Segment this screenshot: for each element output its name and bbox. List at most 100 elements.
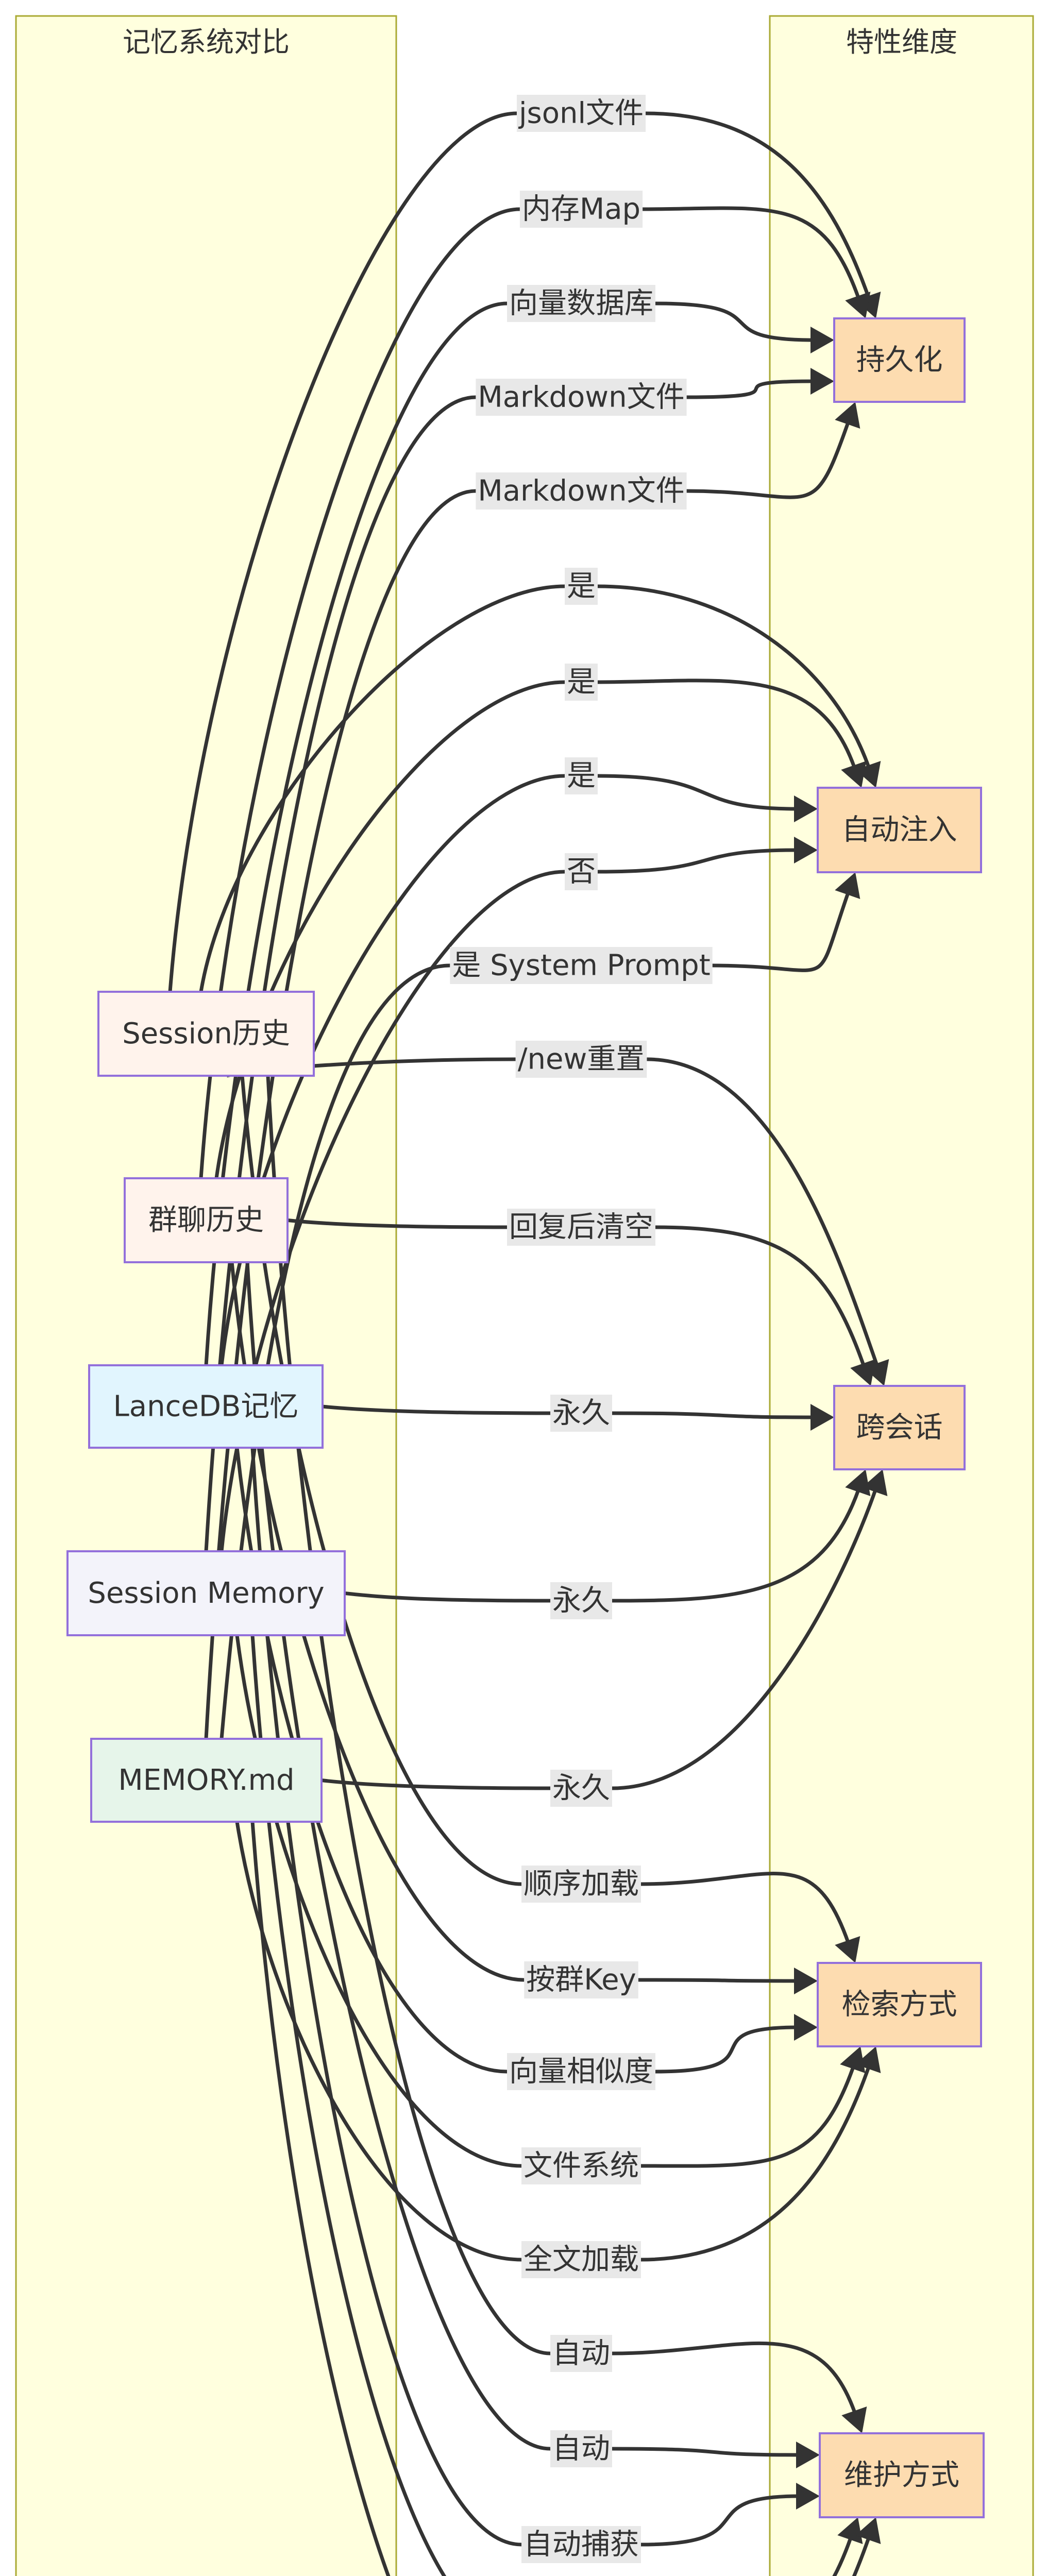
edge-label-background (476, 379, 687, 416)
edge-path-in (287, 1218, 508, 1229)
edge-path-out (686, 379, 814, 399)
edge-path-out (612, 2447, 800, 2457)
source-node[interactable]: MEMORY.md (90, 1738, 323, 1823)
edge-label-background (550, 1395, 612, 1432)
edge-label: 是 (565, 664, 598, 701)
arrowhead-icon (837, 2517, 863, 2545)
edge-label-text: 永久 (552, 1584, 610, 1618)
source-node-box[interactable] (90, 1738, 323, 1823)
arrowhead-icon (845, 291, 871, 318)
edge-path-in (199, 207, 520, 1179)
edge-label: /new重置 (515, 1041, 647, 1078)
edge-label-text: Markdown文件 (478, 381, 684, 414)
edge-path-out (612, 1488, 878, 1790)
edge-path-out (640, 2494, 800, 2547)
edge-label-text: 按群Key (526, 1963, 636, 1997)
arrowhead-icon (794, 2014, 818, 2041)
edge-label-background (515, 1041, 647, 1078)
edge-label: 向量数据库 (507, 285, 655, 322)
edge-label-text: 永久 (552, 1397, 610, 1430)
target-node-box[interactable] (819, 2432, 985, 2518)
edges (168, 111, 889, 2576)
edge-label-text: 内存Map (522, 193, 640, 226)
edge-path-out (640, 2065, 871, 2262)
edge-label-text: jsonl文件 (518, 97, 644, 130)
edge-path-in (266, 1075, 551, 2355)
target-node[interactable]: 自动注入 (817, 787, 982, 873)
source-node[interactable]: 群聊历史 (124, 1177, 289, 1263)
cluster-title-left: 记忆系统对比 (123, 26, 290, 58)
edge-path-in (250, 1821, 391, 2576)
source-node-box[interactable] (97, 991, 315, 1077)
edge-label-text: 文件系统 (524, 2149, 639, 2183)
edge-path-out (612, 1488, 861, 1603)
source-node-box[interactable] (88, 1364, 324, 1449)
edge-path-out (640, 2065, 856, 2168)
edge-label-text: 是 System Prompt (452, 949, 710, 982)
edge-label: 向量相似度 (507, 2053, 655, 2090)
target-node[interactable]: 持久化 (833, 317, 966, 403)
edge-label-background (565, 853, 598, 890)
arrowhead-icon (850, 1359, 876, 1386)
arrowhead-icon (841, 760, 867, 788)
source-node-label: Session历史 (122, 1017, 290, 1050)
edge-path-out (597, 679, 857, 769)
edge-label: 自动 (550, 2335, 612, 2372)
edge-label: 回复后清空 (507, 1209, 655, 1246)
edge-label: Markdown文件 (476, 379, 687, 416)
edge-path-in (235, 1821, 522, 2262)
edge-label-background (521, 2526, 641, 2563)
arrowhead-icon (835, 872, 860, 900)
edge-label-text: 是 (567, 759, 596, 793)
source-node-label: 群聊历史 (148, 1204, 264, 1237)
edge-path-out (655, 301, 814, 342)
arrowhead-icon (796, 2483, 820, 2510)
arrowhead-icon (862, 1469, 888, 1497)
edge-label: 是 System Prompt (450, 947, 713, 984)
edge-label-background (550, 1770, 612, 1807)
edge-label-text: 永久 (552, 1772, 610, 1805)
edge-label: 内存Map (519, 191, 643, 228)
edge-label-text: 回复后清空 (509, 1211, 653, 1244)
source-node[interactable]: Session Memory (66, 1550, 346, 1636)
edge-label-text: /new重置 (518, 1043, 645, 1076)
edge-path-out (638, 1978, 798, 1983)
edge-label-background (519, 191, 643, 228)
source-node[interactable]: LanceDB记忆 (88, 1364, 324, 1449)
target-node[interactable]: 维护方式 (819, 2432, 985, 2518)
edge-path-out (597, 584, 871, 769)
edge-label-background (521, 1866, 641, 1903)
edge-path-in (250, 1635, 447, 2576)
edge-path-out (640, 1872, 851, 1944)
edge-label: 永久 (550, 1582, 612, 1619)
edge-label: Markdown文件 (476, 472, 687, 510)
cluster-title-right: 特性维度 (846, 26, 957, 58)
edge-path-out (655, 2025, 798, 2074)
arrowhead-icon (841, 2406, 867, 2433)
source-node-box[interactable] (124, 1177, 289, 1263)
edge-label-background (521, 2147, 641, 2184)
edge-label-background (550, 2430, 612, 2467)
edge-path-in (199, 584, 565, 992)
source-node-box[interactable] (66, 1550, 346, 1636)
target-node-box[interactable] (817, 787, 982, 873)
target-node[interactable]: 检索方式 (817, 1962, 982, 2047)
source-node-label: Session Memory (88, 1577, 324, 1610)
cluster-box-left (15, 15, 397, 2576)
target-node-box[interactable] (817, 1962, 982, 2047)
arrowhead-icon (794, 837, 818, 863)
target-node[interactable]: 跨会话 (833, 1385, 966, 1470)
edge-label-text: 全文加载 (524, 2243, 639, 2277)
cluster-box-right (769, 15, 1034, 2576)
source-node[interactable]: Session历史 (97, 991, 315, 1077)
target-node-box[interactable] (833, 317, 966, 403)
target-node-box[interactable] (833, 1385, 966, 1470)
edge-label-background (565, 568, 598, 605)
target-node-label: 持久化 (856, 344, 943, 377)
edge-label-text: 是 (567, 666, 596, 699)
edge-path-out (612, 2341, 857, 2415)
edge-path-out (647, 1057, 880, 1367)
arrowhead-icon (845, 1469, 871, 1497)
arrowhead-icon (794, 795, 818, 822)
edge-label: 永久 (550, 1770, 612, 1807)
